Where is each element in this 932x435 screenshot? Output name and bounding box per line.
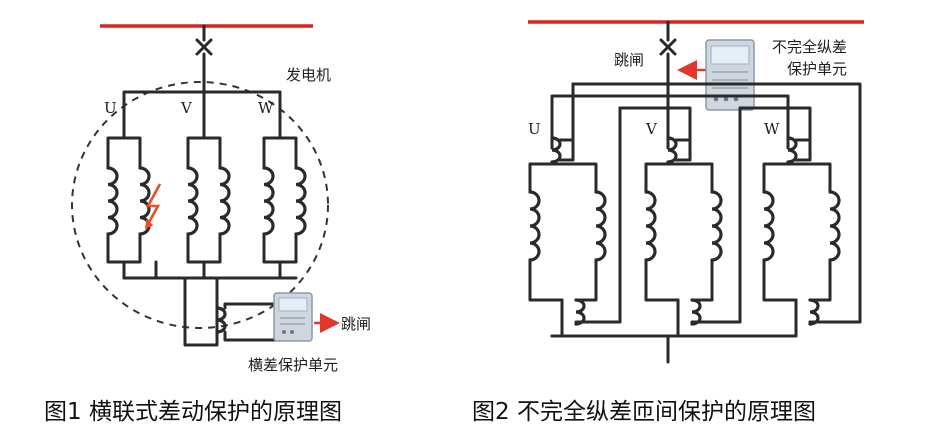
fig1-winding-w [262,136,307,264]
fig2-ct-v-top [666,136,678,164]
fig2-unit-label-line1: 不完全纵差 [772,38,847,56]
fig1-winding-u [106,136,151,264]
fig2-phase-label-u: U [528,120,541,138]
fig2-coil-w2 [828,190,841,262]
generator-boundary [71,81,329,329]
figure1-caption: 图1 横联式差动保护的原理图 [44,399,342,425]
fig2-trip-label: 跳闸 [614,51,644,69]
fig1-phase-label-v: V [180,99,193,117]
fig1-trip-label: 跳闸 [341,315,371,333]
fig2-coil-v1 [644,190,657,262]
fig1-unit-label: 横差保护单元 [248,356,338,374]
fig2-ct-w-bottom [808,298,820,326]
fig2-coil-u1 [528,190,541,262]
fig2-winding-u [528,136,607,338]
fig2-phase-label-v: V [645,120,658,138]
transverse-ct [215,302,280,342]
fig2-winding-w [762,136,841,338]
transverse-diff-protection-unit [273,292,313,342]
fig2-coil-v2 [710,190,723,262]
incomplete-longitudinal-diff-unit [705,39,755,111]
fig1-coil-v1 [186,166,199,236]
fig2-circuit-breaker [659,20,677,74]
fig2-ct-v-bottom [690,298,702,326]
fig2-coil-u2 [594,190,607,262]
generator-label: 发电机 [286,66,331,84]
interturn-fault-symbol [144,183,162,229]
fig2-ct-w-top [786,136,798,164]
fig1-coil-w1 [262,166,275,236]
fig2-unit-label-line2: 保护单元 [787,60,847,78]
figure-2: 跳闸 不完全纵差 保护单元 U V W [528,20,864,364]
fig1-coil-u1 [106,166,119,236]
fig2-winding-v [644,136,723,338]
fig1-phase-label-w: W [258,99,274,117]
fig1-coil-w2 [294,166,307,236]
fig2-neutral-line [550,334,790,364]
figure-1: 发电机 U V W [71,24,371,374]
figure2-caption: 图2 不完全纵差匝间保护的原理图 [472,399,816,425]
fig1-phase-label-u: U [104,99,117,117]
fig1-circuit-breaker [195,24,213,86]
fig1-winding-v [186,136,231,264]
fig2-ct-u-top [550,136,562,164]
fig2-phase-label-w: W [764,120,780,138]
fig2-ct-u-bottom [574,298,586,326]
fig1-coil-v2 [218,166,231,236]
fig2-coil-w1 [762,190,775,262]
